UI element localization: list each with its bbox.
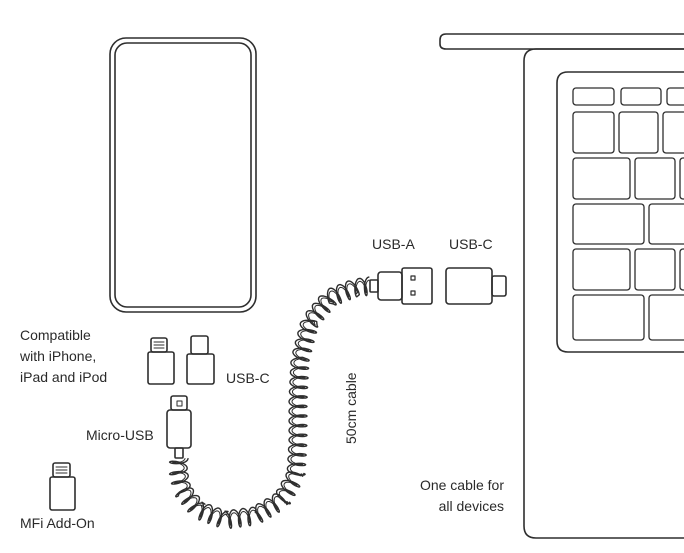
compatible-label-line2: with iPhone, <box>20 348 97 364</box>
usb-c-top-label: USB-C <box>449 236 493 252</box>
coiled-cable-icon <box>168 276 370 529</box>
lightning-adapter-icon <box>147 337 175 385</box>
smartphone-icon <box>109 37 257 313</box>
usb-c-plug-icon <box>445 267 507 305</box>
compatible-label-line1: Compatible <box>20 327 91 343</box>
usb-c-adapter-icon <box>186 335 215 385</box>
one-cable-label-line2: all devices <box>438 498 504 514</box>
one-cable-label-line1: One cable for <box>419 477 504 493</box>
compatible-label-line3: iPad and iPod <box>20 369 108 385</box>
micro-usb-label: Micro-USB <box>86 427 154 443</box>
cable-length-label: 50cm cable <box>343 372 359 444</box>
mfi-addon-label: MFi Add-On <box>20 515 95 531</box>
micro-usb-connector-icon <box>166 395 192 459</box>
usb-a-plug-icon <box>369 267 433 305</box>
laptop-icon <box>439 33 684 539</box>
mfi-adapter-icon <box>49 462 76 511</box>
usb-a-label: USB-A <box>372 236 415 252</box>
usb-c-adapter-label: USB-C <box>226 370 270 386</box>
keyboard <box>572 87 684 341</box>
